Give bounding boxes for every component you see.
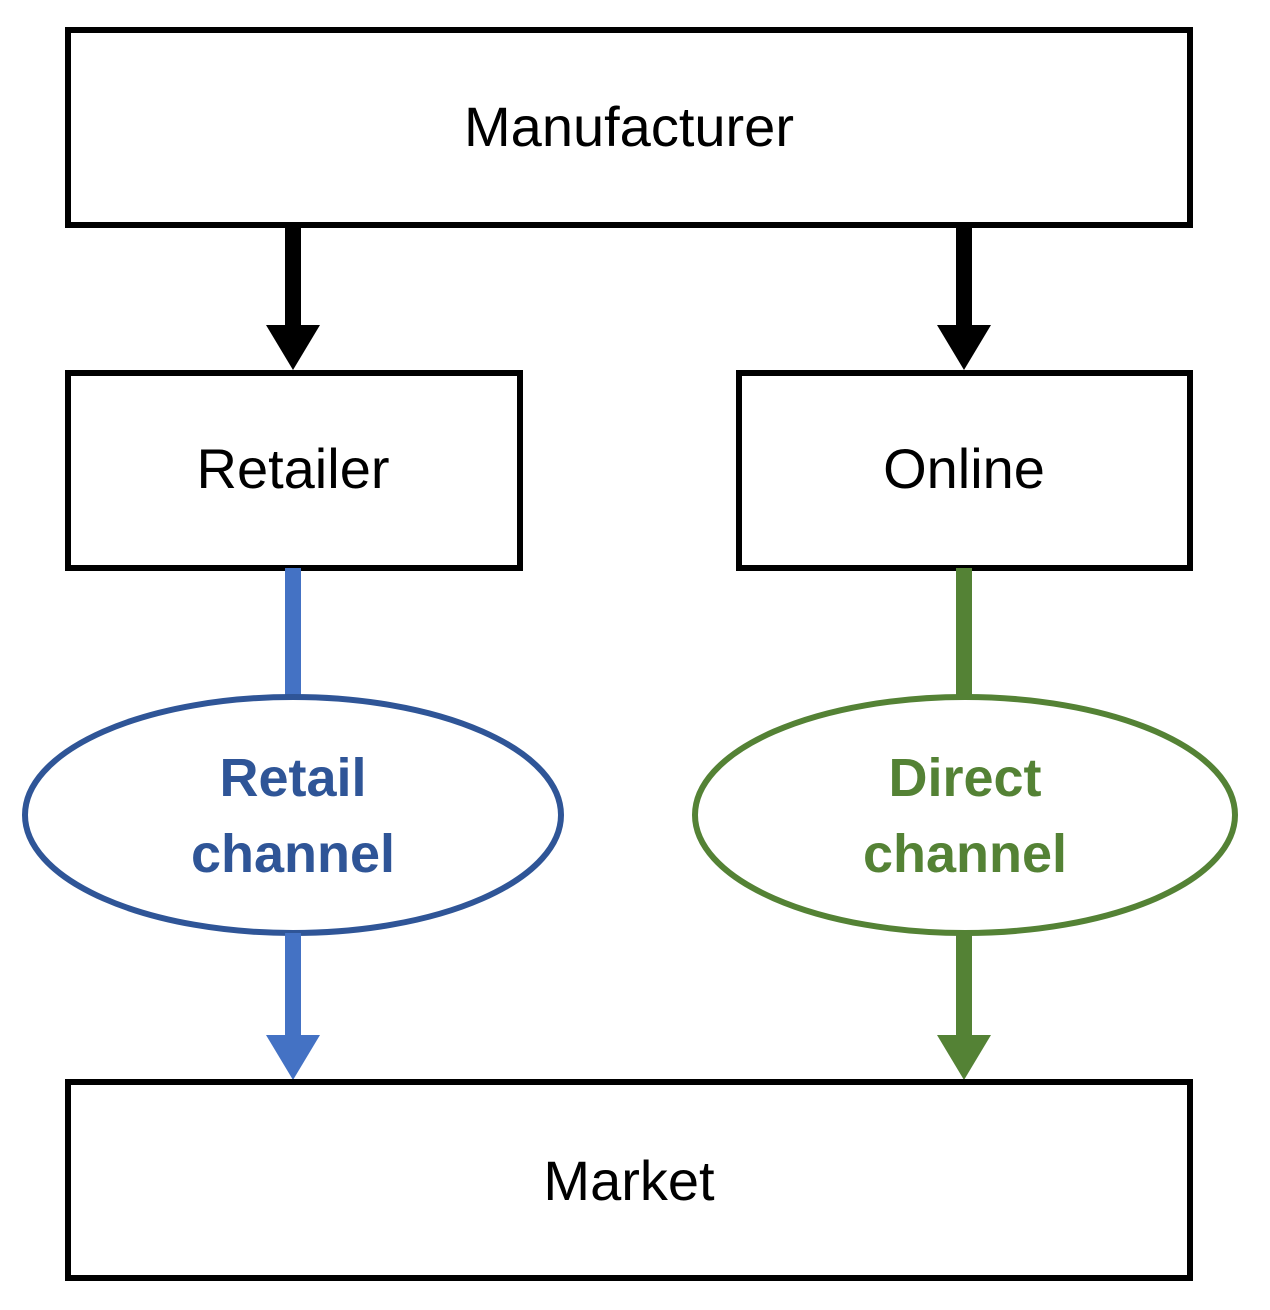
arrow-manufacturer-to-online [937,225,991,370]
manufacturer-node: Manufacturer [65,27,1193,228]
market-box [65,1079,1193,1281]
arrow-manufacturer-to-retailer [266,225,320,370]
retail-channel-node: Retail channel [22,694,564,936]
direct-channel-label-line2: channel [863,824,1067,884]
market-label: Market [543,1149,715,1212]
retailer-label: Retailer [197,437,390,500]
retail-channel-ellipse [22,694,564,936]
retail-connector-line [285,568,301,696]
direct-channel-label-line1: Direct [888,748,1041,808]
online-node: Online [736,370,1193,571]
direct-channel-node: Direct channel [692,694,1238,936]
retail-channel-label-line2: channel [191,824,395,884]
market-node: Market [65,1079,1193,1281]
retail-channel-label-line1: Retail [219,748,366,808]
retailer-box [65,370,523,571]
arrow-direct-to-market [937,933,991,1080]
direct-channel-ellipse [692,694,1238,936]
arrow-retail-to-market [266,933,320,1080]
retailer-node: Retailer [65,370,523,571]
direct-connector-line [956,568,972,696]
manufacturer-label: Manufacturer [464,95,794,158]
manufacturer-box [65,27,1193,228]
online-label: Online [883,437,1045,500]
